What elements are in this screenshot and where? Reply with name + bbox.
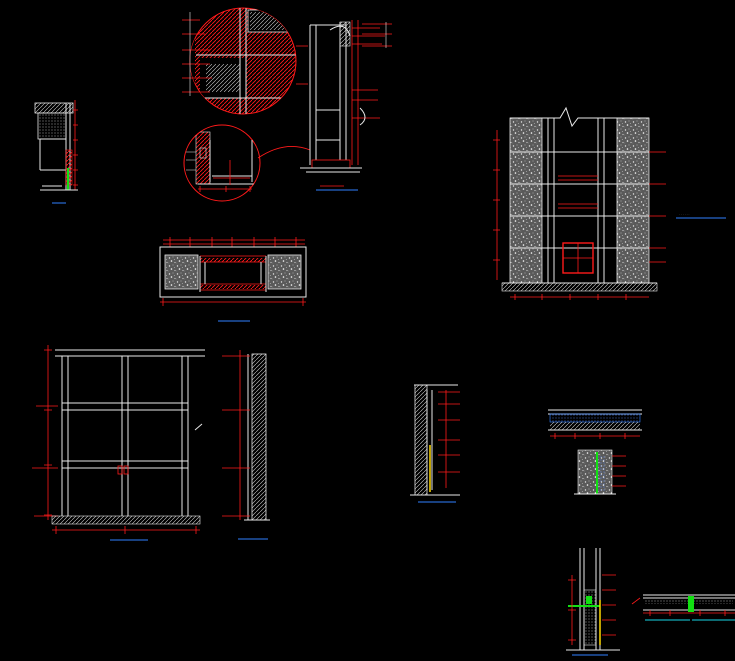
detail-callout-circles[interactable]	[182, 0, 311, 202]
svg-text:· · · · · ·: · · · · · ·	[679, 212, 690, 216]
cabinet-plan[interactable]	[159, 237, 307, 322]
wall-side-section[interactable]	[222, 350, 270, 540]
glass-door-elevation[interactable]	[32, 345, 205, 541]
vertical-joint-section[interactable]	[566, 548, 620, 656]
stone-clad-elevation[interactable]: · · · · · ·	[493, 106, 726, 300]
narrow-wall-section[interactable]	[410, 384, 460, 503]
horizontal-joint-section[interactable]	[631, 594, 735, 621]
tall-frame-section[interactable]	[300, 20, 392, 191]
wall-corner-section[interactable]	[34, 100, 78, 204]
floor-layer-section[interactable]	[548, 409, 642, 495]
